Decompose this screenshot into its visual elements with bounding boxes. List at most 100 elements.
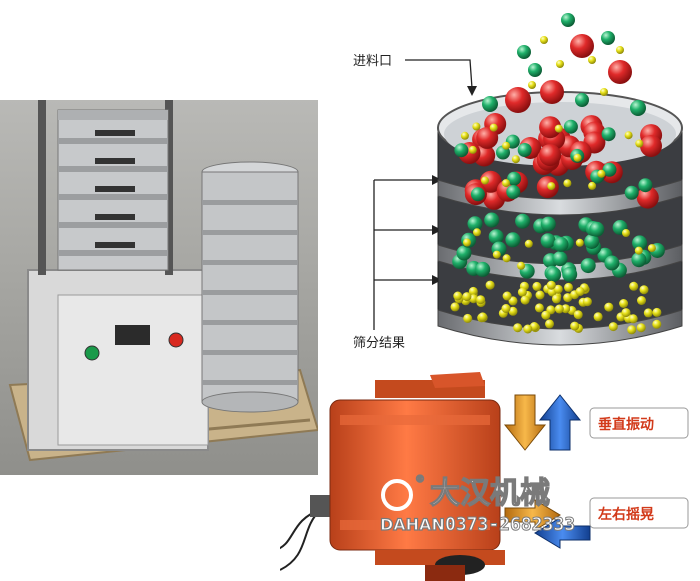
particle-ball — [479, 170, 502, 193]
particle-ball — [478, 312, 488, 322]
feed-inlet-label: 进料口 — [353, 54, 392, 69]
particle-ball — [523, 324, 533, 334]
particle-ball — [629, 281, 639, 291]
sieve-machine-photo — [0, 100, 318, 475]
particle-ball — [540, 80, 564, 104]
particle-ball — [517, 261, 526, 270]
particle-ball — [508, 296, 518, 306]
particle-ball — [454, 143, 469, 158]
particle-ball — [608, 322, 618, 332]
particle-ball — [502, 141, 511, 150]
particle-ball — [532, 281, 542, 291]
particle-ball — [476, 126, 499, 149]
arrow-left-blue — [534, 517, 591, 549]
particle-ball — [630, 100, 646, 116]
particle-ball — [513, 323, 523, 333]
particle-ball — [528, 63, 542, 77]
arrow-right-orange — [504, 499, 561, 531]
particle-ball — [473, 228, 481, 237]
particle-ball — [539, 116, 562, 139]
particle-ball — [624, 131, 633, 140]
particle-ball — [637, 296, 646, 305]
particle-ball — [541, 310, 551, 320]
particle-ball — [517, 143, 532, 157]
particle-ball — [588, 181, 597, 190]
horizontal-motion-arrows — [504, 499, 591, 549]
particle-ball — [492, 250, 501, 259]
particle-ball — [508, 306, 518, 316]
particle-ball — [636, 186, 659, 209]
particle-ball — [507, 171, 522, 186]
particle-ball — [573, 153, 582, 162]
particle-ball — [540, 36, 548, 44]
particle-ball — [563, 179, 572, 188]
brand-watermark: ® 大汉机械 DAHAN 0373-2682333 — [379, 473, 575, 535]
particle-ball — [551, 294, 561, 304]
horizontal-shake-callout: 左右摇晃 — [589, 497, 689, 529]
start-button-green — [84, 345, 100, 361]
particle-ball — [570, 321, 580, 331]
particle-ball — [627, 325, 637, 335]
particle-ball — [535, 290, 545, 300]
particle-ball — [643, 308, 653, 318]
arrow-up-blue — [538, 394, 582, 451]
vibration-motor — [329, 372, 505, 581]
particle-ball — [570, 34, 594, 58]
particle-ball — [517, 45, 531, 59]
particle-ball — [564, 282, 573, 292]
particle-ball — [484, 212, 500, 228]
particle-ball — [597, 169, 606, 178]
particle-ball — [453, 291, 463, 301]
particle-ball — [485, 280, 495, 290]
particle-ball — [475, 261, 491, 277]
horizontal-shake-label: 左右摇晃 — [597, 506, 654, 523]
particle-ball — [546, 280, 556, 290]
particle-ball — [553, 236, 569, 252]
particle-ball — [652, 307, 662, 317]
particle-ball — [547, 182, 556, 191]
mounted-sieve-stack — [38, 100, 173, 275]
vertical-vibration-label: 垂直振动 — [598, 416, 654, 433]
particle-ball — [631, 252, 647, 268]
brand-phone: 0373-2682333 — [445, 514, 575, 535]
particle-ball — [462, 292, 472, 302]
particle-ball — [505, 232, 521, 248]
particle-ball — [481, 176, 489, 185]
particle-ball — [635, 139, 644, 148]
particle-ball — [520, 295, 530, 305]
registered-mark: ® — [415, 474, 425, 485]
particle-ball — [580, 258, 596, 274]
feed-inlet-pointer — [405, 59, 473, 89]
particle-ball — [634, 246, 643, 255]
particle-ball — [632, 235, 648, 251]
particle-ball — [604, 302, 614, 312]
brand-logo-icon — [381, 479, 413, 511]
particle-ball — [517, 287, 527, 297]
particle-ball — [554, 304, 564, 314]
particle-ball — [502, 291, 512, 301]
particle-ball — [472, 122, 481, 131]
particle-ball — [604, 255, 620, 271]
particle-ball — [589, 221, 605, 237]
power-cable — [280, 509, 321, 571]
particle-ball — [575, 238, 584, 247]
cable-gland — [310, 495, 332, 517]
particle-ball — [573, 310, 583, 320]
particle-balls — [450, 13, 665, 335]
arrow-middle-layer — [432, 225, 442, 235]
sieving-diagram-svg: 进料口 筛分结果 — [353, 13, 683, 351]
particle-ball — [639, 285, 649, 295]
particle-ball — [608, 60, 632, 84]
particle-ball — [554, 124, 563, 133]
particle-ball — [489, 123, 498, 132]
particle-ball — [524, 239, 533, 248]
sieving-result-label: 筛分结果 — [353, 336, 405, 351]
particle-ball — [601, 127, 616, 142]
particle-ball — [582, 297, 592, 307]
particle-ball — [468, 286, 478, 296]
particle-ball — [463, 238, 471, 247]
particle-ball — [600, 88, 608, 96]
particle-ball — [638, 178, 653, 193]
particle-ball — [468, 145, 477, 154]
particle-ball — [616, 46, 624, 54]
